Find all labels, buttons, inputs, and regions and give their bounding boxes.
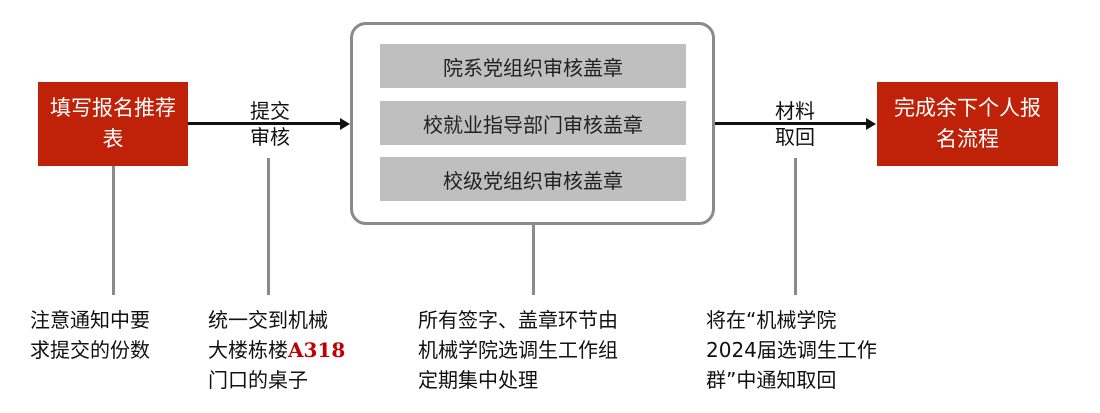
review-step-3: 校级党组织审核盖章 <box>380 157 686 201</box>
review-step-1: 院系党组织审核盖章 <box>380 44 686 88</box>
label-line: 取回 <box>775 125 815 149</box>
arrow-label-submit: 提交 审核 <box>240 98 300 150</box>
note-line: 2024届选调生工作 <box>706 338 877 362</box>
arrow-submit <box>188 122 340 125</box>
label-line: 审核 <box>250 125 290 149</box>
review-step-label: 校就业指导部门审核盖章 <box>423 112 643 137</box>
note-copies: 注意通知中要 求提交的份数 <box>30 305 150 365</box>
note-text: 大楼栋楼 <box>208 338 288 362</box>
label-line: 材料 <box>775 99 815 123</box>
room-number: A318 <box>288 338 346 362</box>
note-line: 求提交的份数 <box>30 338 150 362</box>
note-line: 定期集中处理 <box>418 368 538 392</box>
label-line: 提交 <box>250 99 290 123</box>
step-label: 完成余下个人报名流程 <box>894 96 1041 151</box>
review-step-label: 校级党组织审核盖章 <box>443 168 623 193</box>
note-location: 统一交到机械 大楼栋楼A318 门口的桌子 <box>208 305 345 395</box>
note-line: 大楼栋楼A318 <box>208 335 345 365</box>
note-retrieve: 将在“机械学院 2024届选调生工作 群”中通知取回 <box>706 305 877 395</box>
arrow-label-retrieve: 材料 取回 <box>765 98 825 150</box>
connector-line <box>112 166 115 295</box>
arrowhead-icon <box>866 117 876 130</box>
note-line: 统一交到机械 <box>208 308 328 332</box>
note-line: 将在“机械学院 <box>706 308 837 332</box>
arrow-retrieve <box>715 122 867 125</box>
step-complete: 完成余下个人报名流程 <box>877 82 1058 166</box>
note-line: 所有签字、盖章环节由 <box>418 308 618 332</box>
connector-line <box>532 225 535 295</box>
step-label: 填写报名推荐表 <box>50 96 176 151</box>
connector-line <box>794 158 797 295</box>
note-line: 机械学院选调生工作组 <box>418 338 618 362</box>
review-step-2: 校就业指导部门审核盖章 <box>380 101 686 145</box>
arrowhead-icon <box>340 117 350 130</box>
connector-line <box>267 158 270 295</box>
review-step-label: 院系党组织审核盖章 <box>443 55 623 80</box>
note-line: 群”中通知取回 <box>706 368 837 392</box>
note-line: 注意通知中要 <box>30 308 150 332</box>
note-line: 门口的桌子 <box>208 368 308 392</box>
note-processing: 所有签字、盖章环节由 机械学院选调生工作组 定期集中处理 <box>418 305 618 395</box>
step-fill-form: 填写报名推荐表 <box>38 82 188 166</box>
